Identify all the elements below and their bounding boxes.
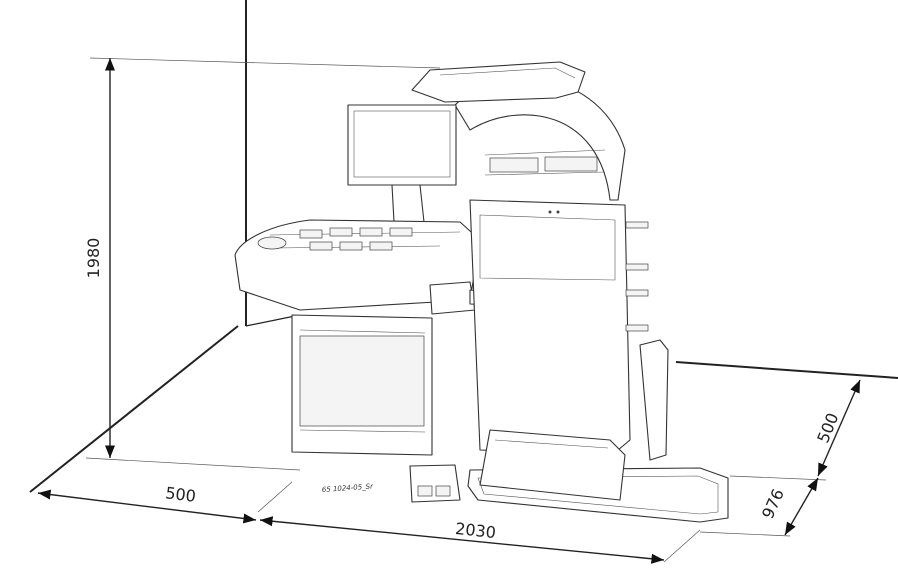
- wheel-lift-tray: [479, 429, 626, 501]
- wheel-balancer-machine: [234, 61, 729, 523]
- rear-clearance-dimension: 500: [813, 379, 861, 477]
- lift-arm: [639, 339, 669, 461]
- accessory-pins: [625, 221, 649, 332]
- height-dimension: 1980: [84, 57, 301, 471]
- rear-frame: [469, 199, 631, 456]
- rear-clearance-label: 500: [813, 410, 842, 445]
- width-dimension: 2030: [257, 481, 701, 564]
- depth-label: 976: [758, 486, 788, 522]
- monitor-stand: [391, 184, 425, 223]
- height-label: 1980: [84, 238, 103, 279]
- left-clearance-label: 500: [164, 483, 197, 506]
- hood-top-light: [411, 61, 586, 103]
- monitor: [347, 104, 457, 186]
- foot-pedal: [409, 464, 461, 503]
- left-clearance-dimension: 500: [37, 483, 257, 524]
- part-number-label: 65 1024-05_Sr: [322, 482, 375, 494]
- width-label: 2030: [454, 519, 496, 542]
- shaft-flange: [429, 281, 476, 315]
